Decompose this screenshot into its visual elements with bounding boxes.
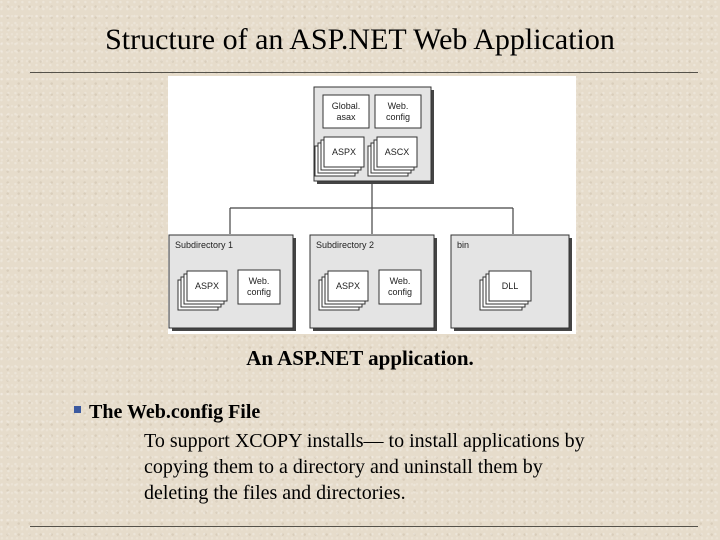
slide-title: Structure of an ASP.NET Web Application [105, 23, 615, 56]
global-asax-line2: asax [336, 112, 356, 122]
bin-dll-label: DLL [502, 281, 519, 291]
root-ascx-label: ASCX [385, 147, 410, 157]
subdirectory-1-label: Subdirectory 1 [175, 240, 233, 250]
bullet-body: To support XCOPY installs— to install ap… [144, 428, 694, 506]
subdirectory-2-aspx-label: ASPX [336, 281, 360, 291]
subdirectory-1-web-config-line2: config [247, 287, 271, 297]
subdirectory-1-web-config-line1: Web. [249, 276, 270, 286]
tree-connectors [229, 182, 514, 234]
root-web-config-line2: config [386, 112, 410, 122]
global-asax-file: Global. asax [322, 94, 370, 129]
subdirectory-1-aspx-stack: ASPX [177, 270, 228, 311]
bullet-body-line: copying them to a directory and uninstal… [144, 456, 543, 478]
subdirectory-1-aspx-label: ASPX [195, 281, 219, 291]
subdirectory-1-web-config-file: Web. config [237, 269, 281, 305]
subdirectory-2-web-config-file: Web. config [378, 269, 422, 305]
bin-dll-stack: DLL [479, 270, 532, 311]
subdirectory-2-web-config-line2: config [388, 287, 412, 297]
bin-label: bin [457, 240, 469, 250]
bullet-title: The Web.config File [89, 401, 261, 423]
app-structure-diagram: Global. asax Web. config ASPX ASCX [168, 76, 576, 334]
bullet-body-line: deleting the files and directories. [144, 482, 406, 504]
root-ascx-stack: ASCX [367, 136, 418, 177]
root-aspx-stack: ASPX [314, 136, 365, 177]
root-web-config-file: Web. config [374, 94, 422, 129]
figure-caption: An ASP.NET application. [246, 346, 474, 370]
root-aspx-label: ASPX [332, 147, 356, 157]
global-asax-line1: Global. [332, 101, 361, 111]
subdirectory-2-aspx-stack: ASPX [318, 270, 369, 311]
bullet-body-line: To support XCOPY installs— to install ap… [144, 430, 585, 452]
square-bullet-icon [74, 406, 81, 413]
footer-divider [30, 526, 698, 527]
title-divider [30, 72, 698, 73]
subdirectory-2-label: Subdirectory 2 [316, 240, 374, 250]
root-web-config-line1: Web. [388, 101, 409, 111]
subdirectory-2-web-config-line1: Web. [390, 276, 411, 286]
